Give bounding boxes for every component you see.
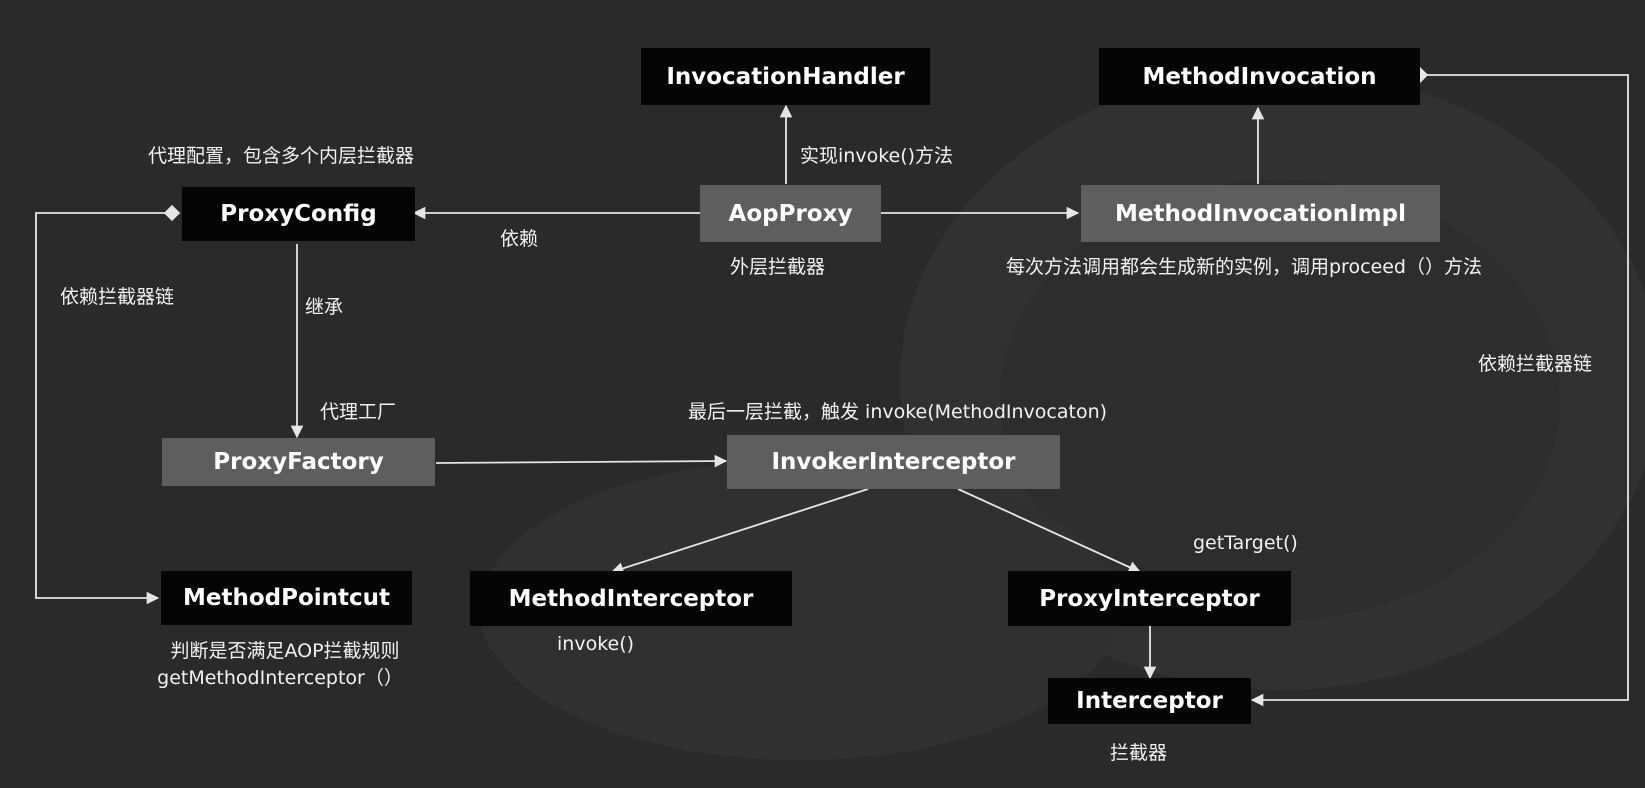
note-outer-interceptor: 外层拦截器 [730, 256, 826, 278]
edge-proxyfactory-invokerinterceptor [435, 454, 728, 468]
note-depends-chain-right: 依赖拦截器链 [1478, 353, 1593, 375]
note-proxy-config-desc: 代理配置，包含多个内层拦截器 [148, 145, 415, 167]
edge-proxyconfig-methodpointcut [35, 204, 181, 605]
note-interceptor-desc: 拦截器 [1110, 742, 1168, 764]
node-method-invocation-impl: MethodInvocationImpl [1081, 185, 1440, 242]
note-pointcut-desc-2: getMethodInterceptor（） [157, 667, 403, 689]
note-pointcut-desc-1: 判断是否满足AOP拦截规则 [170, 640, 400, 662]
node-aop-proxy: AopProxy [700, 185, 881, 242]
node-method-invocation: MethodInvocation [1099, 48, 1420, 105]
note-depends-chain-left: 依赖拦截器链 [60, 286, 175, 308]
edge-methodinvocation-interceptor [1250, 66, 1629, 707]
edge-invokerinterceptor-methodinterceptor [610, 488, 869, 575]
note-invoke-call: invoke() [557, 633, 635, 655]
node-invocation-handler: InvocationHandler [641, 48, 930, 105]
node-method-pointcut: MethodPointcut [161, 571, 412, 625]
note-get-target: getTarget() [1193, 532, 1298, 554]
note-new-instance-desc: 每次方法调用都会生成新的实例，调用proceed（）方法 [1006, 256, 1482, 278]
note-proxy-factory-desc: 代理工厂 [320, 401, 397, 423]
node-proxy-config: ProxyConfig [182, 187, 415, 241]
node-invoker-interceptor: InvokerInterceptor [727, 435, 1060, 489]
edge-invokerinterceptor-proxyinterceptor [957, 488, 1142, 574]
note-last-layer-desc: 最后一层拦截，触发 invoke(MethodInvocaton) [688, 401, 1108, 423]
note-depends: 依赖 [500, 228, 539, 250]
node-interceptor: Interceptor [1048, 678, 1251, 724]
node-method-interceptor: MethodInterceptor [470, 571, 792, 626]
note-inherits: 继承 [305, 296, 344, 318]
note-implements-invoke: 实现invoke()方法 [800, 145, 954, 167]
node-proxy-factory: ProxyFactory [162, 438, 435, 486]
node-proxy-interceptor: ProxyInterceptor [1008, 571, 1291, 626]
